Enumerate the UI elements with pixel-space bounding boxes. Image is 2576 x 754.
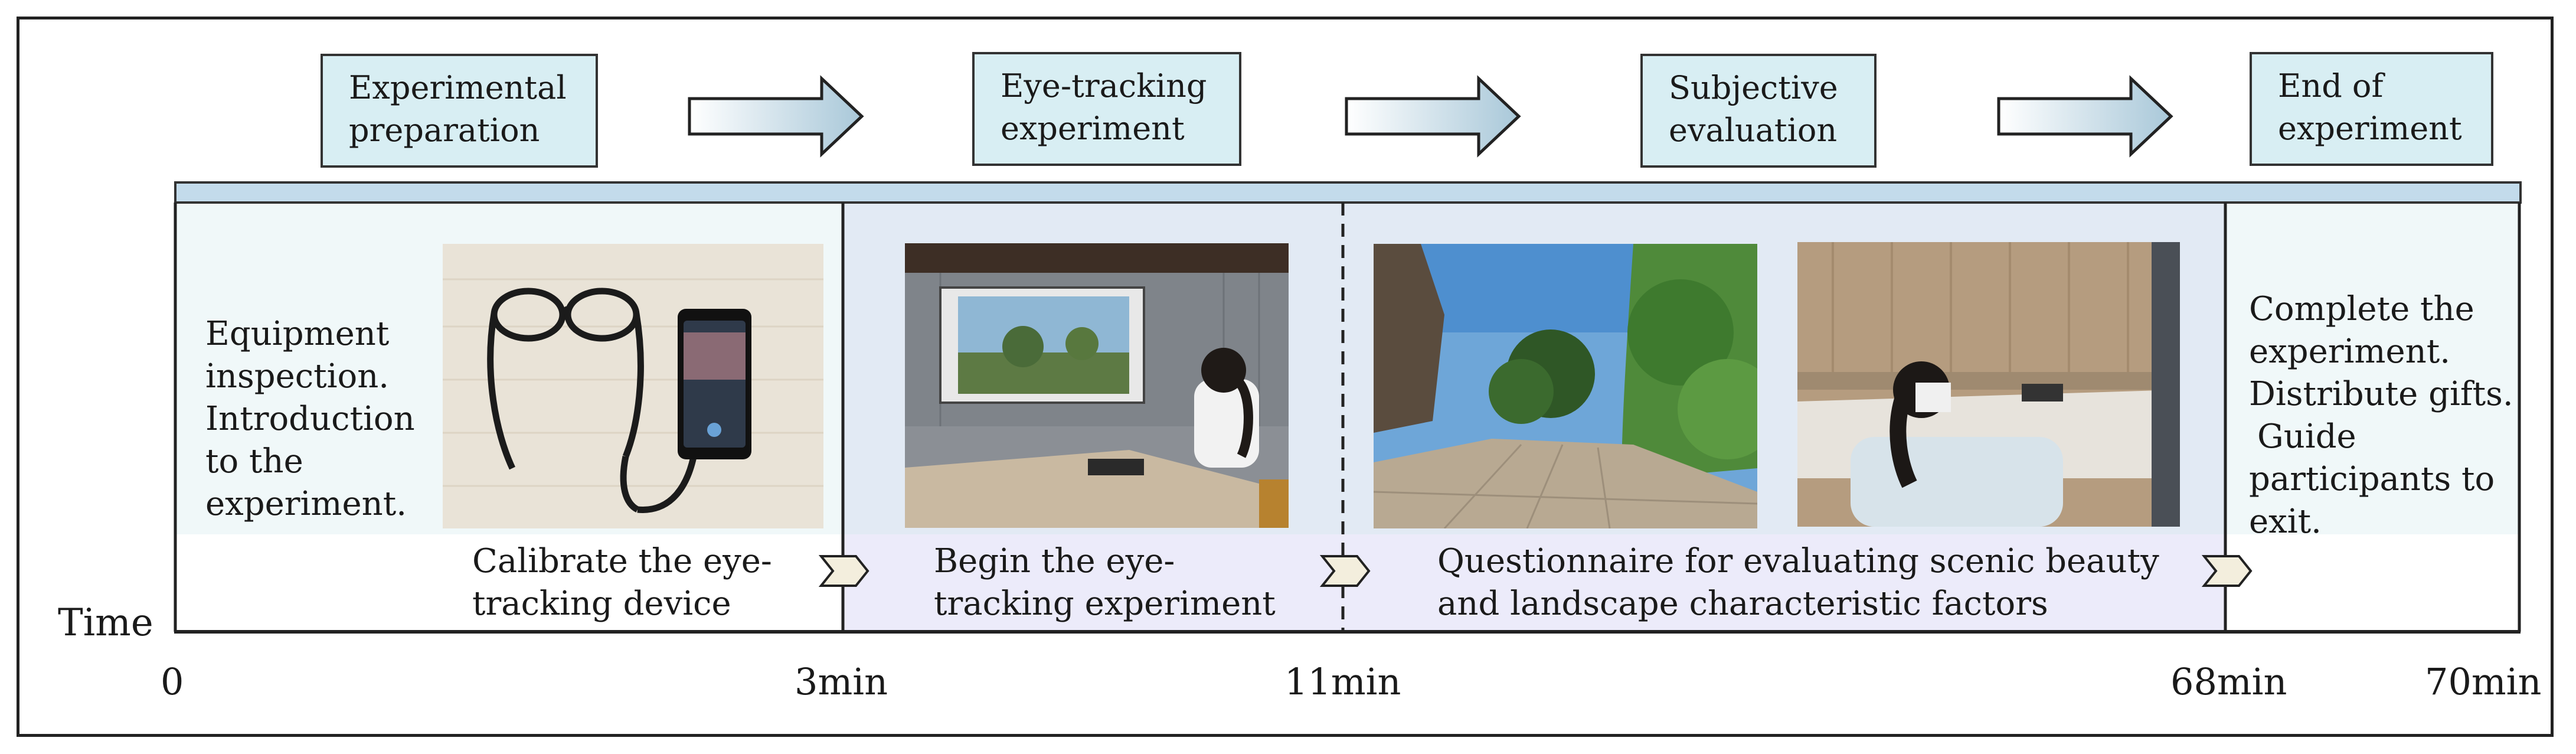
tick-68min: 68min (2170, 660, 2287, 703)
prep-text: Equipment inspection. Introduction to th… (205, 313, 415, 525)
photo-questionnaire-participant (1797, 242, 2180, 527)
step-calibrate: Calibrate the eye- tracking device (472, 540, 772, 625)
flow-arrow-3 (1997, 75, 2173, 158)
prep-text-line: Equipment (205, 315, 390, 353)
step-begin-eye-tracking: Begin the eye- tracking experiment (934, 540, 1276, 625)
end-text-line: Complete the (2249, 290, 2474, 328)
end-text-line: participants to (2249, 460, 2495, 498)
step-panel (844, 534, 2224, 631)
stage-label-line2: experiment (1001, 110, 1185, 147)
end-text-line: Guide (2257, 417, 2356, 456)
tick-11min: 11min (1284, 660, 1401, 703)
stage-label-line2: preparation (349, 112, 540, 149)
end-text-line: exit. (2249, 502, 2322, 541)
flow-arrow-1 (688, 75, 864, 158)
stage-subjective-evaluation: Subjective evaluation (1640, 54, 1877, 168)
step-text-line: Questionnaire for evaluating scenic beau… (1437, 542, 2159, 580)
stage-label-line2: evaluation (1669, 112, 1838, 149)
photo-eye-tracking-device (443, 244, 823, 528)
step-marker-2 (1319, 555, 1371, 587)
stage-eye-tracking-experiment: Eye-tracking experiment (972, 52, 1241, 166)
prep-text-line: to the (205, 442, 303, 481)
step-text-line: Begin the eye- (934, 542, 1175, 580)
step-questionnaire: Questionnaire for evaluating scenic beau… (1437, 540, 2159, 625)
end-text: Complete the experiment. Distribute gift… (2249, 288, 2513, 543)
end-panel (2227, 204, 2519, 534)
stage-label-line1: Experimental (349, 69, 567, 106)
tick-3min: 3min (795, 660, 888, 703)
stage-experimental-preparation: Experimental preparation (321, 54, 598, 168)
step-text-line: Calibrate the eye- (472, 542, 772, 580)
step-text-line: tracking device (472, 585, 731, 623)
tick-0: 0 (161, 660, 184, 703)
prep-text-line: experiment. (205, 485, 407, 523)
prep-text-line: inspection. (205, 357, 390, 396)
timeline-band (174, 181, 2522, 204)
step-marker-1 (818, 555, 869, 587)
end-text-line: Distribute gifts. (2249, 375, 2513, 413)
stage-end-of-experiment: End of experiment (2250, 52, 2493, 166)
figure-frame (17, 17, 2554, 737)
prep-text-line: Introduction (205, 400, 415, 438)
end-text-line: experiment. (2249, 332, 2451, 371)
flow-arrow-2 (1345, 75, 1521, 158)
stage-label-line1: End of (2278, 67, 2384, 105)
step-text-line: and landscape characteristic factors (1437, 585, 2048, 623)
step-marker-3 (2201, 555, 2253, 587)
time-axis-label: Time (58, 601, 153, 645)
tick-70min: 70min (2425, 660, 2542, 703)
stage-label-line2: experiment (2278, 110, 2462, 147)
stage-label-line1: Eye-tracking (1001, 67, 1207, 105)
photo-eye-tracking-room (905, 243, 1289, 528)
stage-label-line1: Subjective (1669, 69, 1838, 106)
step-text-line: tracking experiment (934, 585, 1276, 623)
photo-landscape-scene (1374, 244, 1757, 528)
